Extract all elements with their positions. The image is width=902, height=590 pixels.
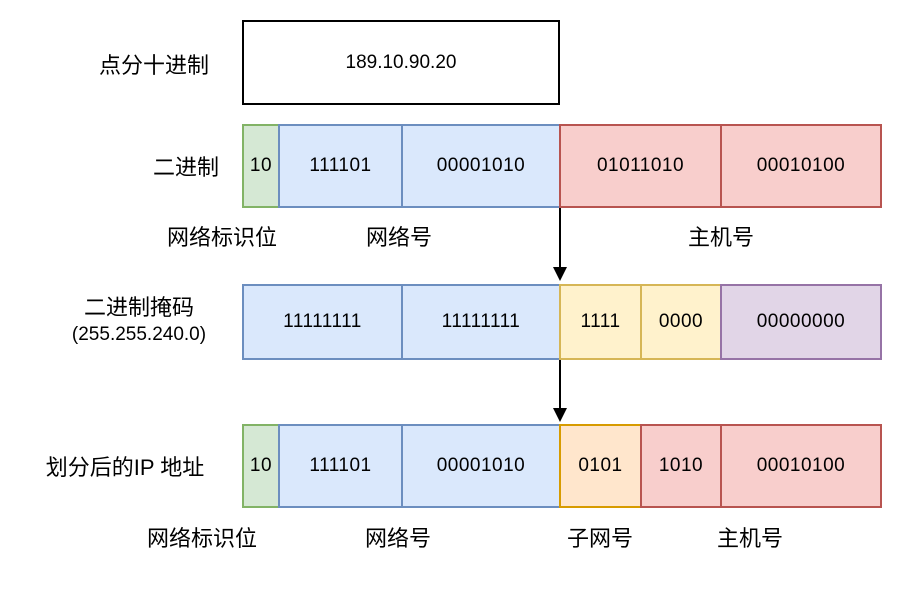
down-arrow-head-icon (553, 267, 567, 281)
binary-cell-host-2: 00010100 (720, 124, 882, 208)
label-network-number: 网络号 (364, 526, 432, 551)
down-arrow-icon (559, 360, 561, 408)
binary-cell-network-1: 111101 (278, 124, 403, 208)
down-arrow-head-icon (553, 408, 567, 422)
mask-label-line1: 二进制掩码 (83, 295, 195, 320)
divided-cell-host-2: 00010100 (720, 424, 882, 508)
mask-row: 11111111 11111111 1111 0000 00000000 (242, 284, 882, 360)
mask-row-label: 二进制掩码 (255.255.240.0) (72, 294, 206, 348)
mask-cell-subnet: 1111 (559, 284, 642, 360)
mask-label-line2: (255.255.240.0) (71, 324, 207, 345)
mask-cell-host-lo: 00000000 (720, 284, 882, 360)
binary-row: 10 111101 00001010 01011010 00010100 (242, 124, 882, 208)
dotted-decimal-value-box: 189.10.90.20 (242, 20, 560, 105)
divided-row-label: 划分后的IP 地址 (45, 455, 205, 480)
divided-cell-subnet: 0101 (559, 424, 642, 508)
binary-cell-host-1: 01011010 (559, 124, 722, 208)
binary-cell-network-2: 00001010 (401, 124, 561, 208)
mask-cell-network-2: 11111111 (401, 284, 561, 360)
mask-cell-network-1: 11111111 (242, 284, 403, 360)
mask-cell-host-hi: 0000 (640, 284, 722, 360)
dotted-decimal-label: 点分十进制 (98, 53, 210, 78)
binary-row-label: 二进制 (152, 155, 220, 180)
label-host-number: 主机号 (687, 225, 755, 250)
label-network-id-bits: 网络标识位 (146, 526, 258, 551)
divided-row: 10 111101 00001010 0101 1010 00010100 (242, 424, 882, 508)
label-network-id-bits: 网络标识位 (166, 225, 278, 250)
binary-cell-network-id: 10 (242, 124, 280, 208)
label-host-number: 主机号 (716, 526, 784, 551)
label-subnet-number: 子网号 (566, 526, 634, 551)
divided-cell-host-1: 1010 (640, 424, 722, 508)
label-network-number: 网络号 (365, 225, 433, 250)
dotted-decimal-value: 189.10.90.20 (345, 51, 457, 73)
down-arrow-icon (559, 208, 561, 267)
divided-cell-network-1: 111101 (278, 424, 403, 508)
divided-cell-network-2: 00001010 (401, 424, 561, 508)
divided-cell-network-id: 10 (242, 424, 280, 508)
